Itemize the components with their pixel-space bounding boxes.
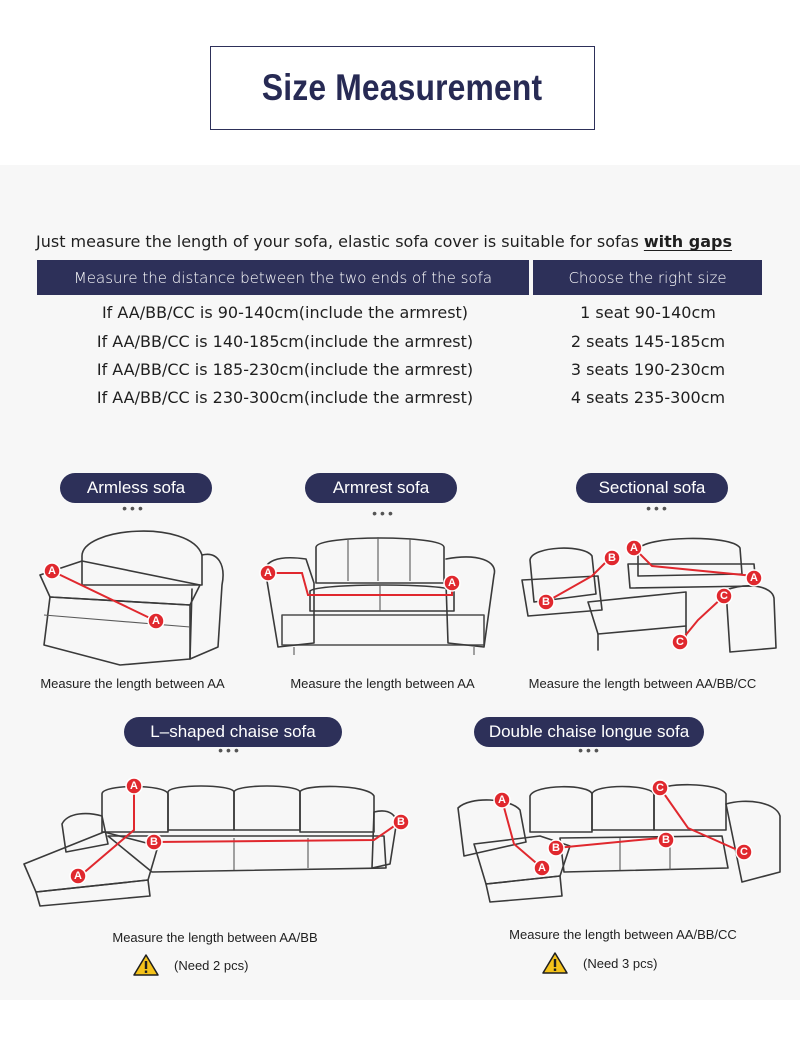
dots-double-chaise: •••: [578, 742, 602, 758]
caption-l-shaped: Measure the length between AA/BB: [112, 930, 318, 945]
marker-b: B: [150, 836, 158, 848]
marker-b: B: [608, 552, 616, 564]
marker-c: C: [720, 590, 728, 602]
marker-a: A: [130, 780, 138, 792]
marker-c: C: [676, 636, 684, 648]
note-text: (Need 2 pcs): [174, 957, 249, 973]
footer-area: [0, 1000, 800, 1050]
dots-armless: •••: [122, 500, 146, 516]
marker-a: A: [498, 794, 506, 806]
label-sectional-sofa: Sectional sofa: [576, 473, 728, 503]
intro-emphasis: with gaps: [643, 232, 732, 251]
page-title: Size Measurement: [262, 67, 543, 108]
marker-b: B: [397, 816, 405, 828]
marker-b: B: [552, 842, 560, 854]
label-armrest-sofa: Armrest sofa: [305, 473, 457, 503]
table-row-4-size: 4 seats 235-300cm: [570, 388, 726, 407]
marker-a: A: [750, 572, 758, 584]
table-row-1-size: 1 seat 90-140cm: [580, 303, 716, 322]
label-armless-sofa: Armless sofa: [60, 473, 212, 503]
dots-l-shaped: •••: [218, 742, 242, 758]
title-box: Size Measurement: [210, 46, 595, 130]
double-chaise-sofa-illustration: A A B B C C: [457, 779, 781, 903]
armless-sofa-illustration: A A: [39, 530, 224, 666]
caption-armless: Measure the length between AA: [40, 676, 225, 691]
table-row-2-size: 2 seats 145-185cm: [570, 332, 726, 351]
note-text: (Need 3 pcs): [583, 955, 658, 971]
table-row-3-range: If AA/BB/CC is 185-230cm(include the arm…: [96, 360, 474, 379]
marker-b: B: [542, 596, 550, 608]
table-row-1-range: If AA/BB/CC is 90-140cm(include the armr…: [101, 303, 469, 322]
intro-text: Just measure the length of your sofa, el…: [36, 232, 776, 251]
header-area: Size Measurement: [0, 0, 800, 165]
marker-c: C: [740, 846, 748, 858]
sectional-sofa-illustration: B B A A C C: [521, 537, 777, 653]
marker-a: A: [538, 862, 546, 874]
table-row-3-size: 3 seats 190-230cm: [570, 360, 726, 379]
marker-a: A: [48, 565, 56, 577]
table-row-4-range: If AA/BB/CC is 230-300cm(include the arm…: [96, 388, 474, 407]
label-double-chaise-sofa: Double chaise longue sofa: [474, 717, 704, 747]
caption-sectional: Measure the length between AA/BB/CC: [528, 676, 757, 691]
marker-a: A: [152, 615, 160, 627]
dots-sectional: •••: [646, 500, 670, 516]
table-header-measure: Measure the distance between the two end…: [37, 260, 529, 295]
marker-c: C: [656, 782, 664, 794]
dots-armrest: •••: [372, 505, 396, 521]
marker-b: B: [662, 834, 670, 846]
warning-icon: [133, 954, 159, 976]
caption-double-chaise: Measure the length between AA/BB/CC: [509, 927, 737, 942]
marker-a: A: [74, 870, 82, 882]
armrest-sofa-illustration: A A: [259, 537, 496, 655]
label-l-shaped-sofa: L–shaped chaise sofa: [124, 717, 342, 747]
note-double-chaise: (Need 3 pcs): [541, 951, 657, 975]
marker-a: A: [448, 577, 456, 589]
table-row-2-range: If AA/BB/CC is 140-185cm(include the arm…: [96, 332, 474, 351]
intro-main: Just measure the length of your sofa, el…: [36, 232, 644, 251]
marker-a: A: [630, 542, 638, 554]
note-l-shaped: (Need 2 pcs): [132, 953, 248, 977]
marker-a: A: [264, 567, 272, 579]
table-header-size: Choose the right size: [533, 260, 762, 295]
l-shaped-sofa-illustration: A A B B: [23, 777, 410, 907]
warning-icon: [542, 952, 568, 974]
caption-armrest: Measure the length between AA: [290, 676, 475, 691]
